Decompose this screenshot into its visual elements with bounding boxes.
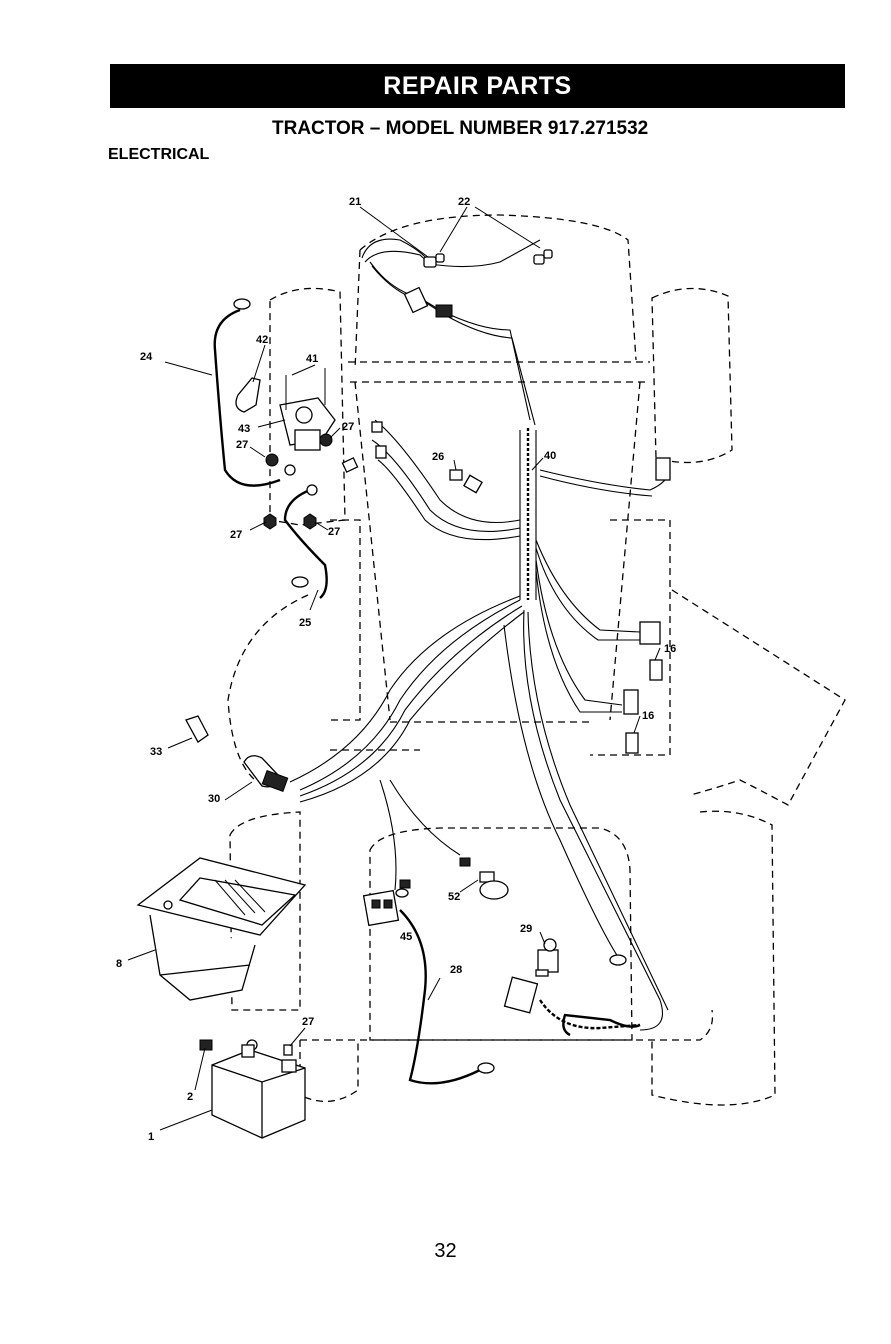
starter-solenoid	[266, 368, 335, 495]
terminal-boot	[236, 378, 260, 412]
headlight-socket-22	[534, 250, 552, 264]
seat-switch	[364, 891, 399, 926]
callout-27: 27	[328, 526, 340, 538]
callout-1: 1	[148, 1131, 154, 1143]
page-number: 32	[0, 1240, 891, 1263]
callout-27: 27	[302, 1016, 314, 1028]
callout-21: 21	[349, 196, 361, 208]
callout-16: 16	[664, 643, 676, 655]
callout-24: 24	[140, 351, 153, 363]
battery-cables	[215, 310, 640, 1083]
callout-52: 52	[448, 891, 460, 903]
callout-42: 42	[256, 334, 268, 346]
plunger-switch	[536, 939, 558, 976]
harness-connectors	[342, 288, 670, 753]
callout-27: 27	[236, 439, 248, 451]
ignition-switch	[244, 756, 288, 792]
callout-28: 28	[450, 964, 462, 976]
callout-33: 33	[150, 746, 162, 758]
callout-27: 27	[342, 421, 354, 433]
fuse-holder	[186, 716, 208, 742]
callout-2: 2	[187, 1091, 193, 1103]
callout-22: 22	[458, 196, 470, 208]
callout-41: 41	[306, 353, 318, 365]
callout-16: 16	[642, 710, 654, 722]
callout-26: 26	[432, 451, 444, 463]
callout-45: 45	[400, 931, 412, 943]
callout-40: 40	[544, 450, 556, 462]
callout-8: 8	[116, 958, 122, 970]
callout-25: 25	[299, 617, 311, 629]
callout-30: 30	[208, 793, 220, 805]
callout-43: 43	[238, 423, 250, 435]
battery-tray	[138, 858, 305, 1000]
wiring-harness	[290, 239, 670, 1030]
callout-29: 29	[520, 923, 532, 935]
callout-labels: 21 22 24 42 41 43 27 27 27 27 26 40 25 1…	[116, 196, 676, 1143]
callout-27: 27	[230, 529, 242, 541]
rear-harness-connector	[505, 977, 640, 1028]
